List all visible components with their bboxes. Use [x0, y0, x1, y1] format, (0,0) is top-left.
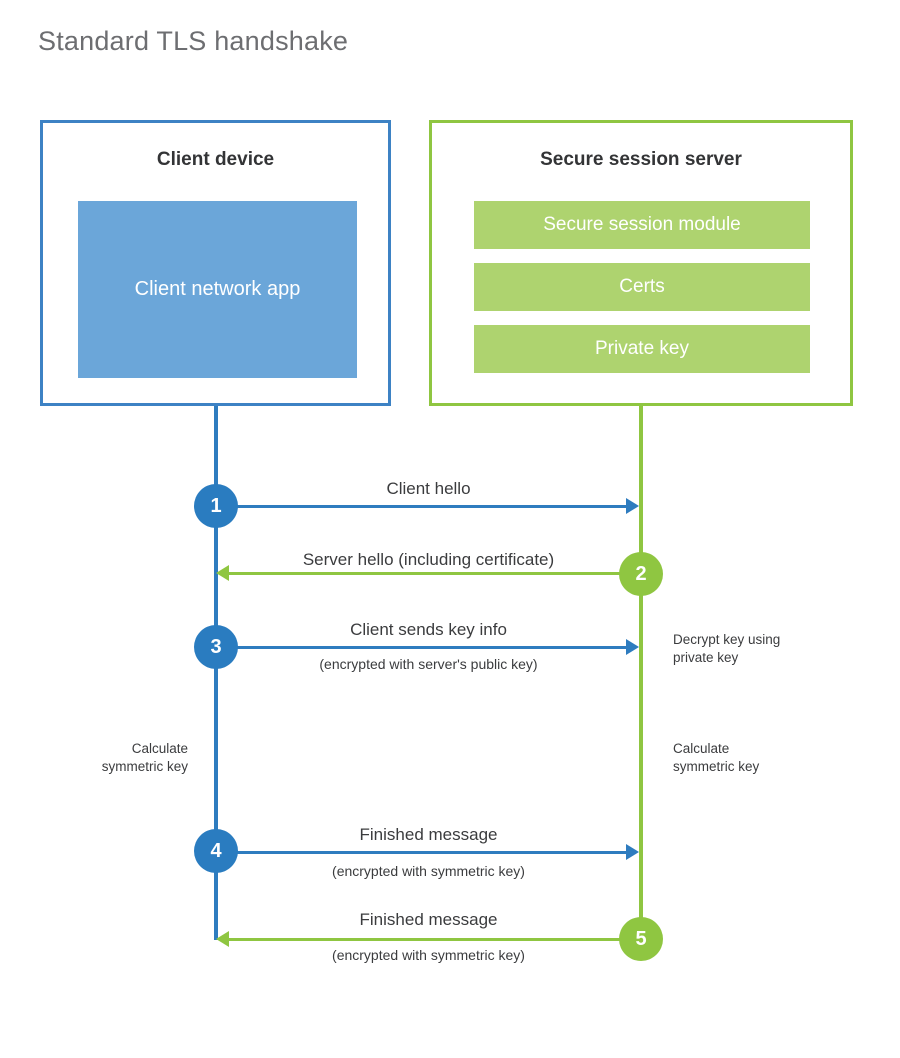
note-server-calculate-symmetric-key: Calculate symmetric key [673, 740, 873, 776]
note-decrypt-key: Decrypt key using private key [673, 631, 873, 667]
step-2-arrow-head-icon [216, 565, 229, 581]
secure-session-server-title: Secure session server [540, 149, 742, 170]
note-decrypt-key-line-2: private key [673, 650, 739, 666]
client-network-app-block: Client network app [78, 201, 357, 378]
note-server-calc-line-1: Calculate [673, 741, 730, 756]
note-client-calc-line-1: Calculate [131, 741, 188, 756]
client-device-title: Client device [156, 149, 275, 170]
server-module-certs: Certs [474, 263, 810, 311]
step-2-marker: 2 [619, 552, 663, 596]
step-5-sublabel: (encrypted with symmetric key) [332, 947, 525, 963]
step-5-marker: 5 [619, 917, 663, 961]
step-4-sublabel: (encrypted with symmetric key) [332, 863, 525, 879]
server-lifeline [639, 406, 643, 939]
step-4-label: Finished message [359, 825, 498, 844]
note-decrypt-key-line-1: Decrypt key using [673, 632, 781, 647]
secure-session-server-box: Secure session server Secure session mod… [429, 120, 853, 406]
client-lifeline [214, 406, 218, 940]
step-1-arrow-line [216, 505, 627, 508]
step-1-marker: 1 [194, 484, 238, 528]
server-module-secure-session: Secure session module [474, 201, 810, 249]
step-4-arrow-line [216, 851, 627, 854]
step-2-arrow-line [229, 572, 641, 575]
step-4-arrow-head-icon [626, 844, 639, 860]
step-1-label: Client hello [386, 479, 471, 498]
step-3-label: Client sends key info [350, 620, 507, 639]
step-4-marker: 4 [194, 829, 238, 873]
step-2-label: Server hello (including certificate) [302, 550, 555, 569]
note-server-calc-line-2: symmetric key [673, 759, 760, 775]
step-5-label: Finished message [359, 910, 498, 929]
client-device-box: Client device Client network app [40, 120, 391, 406]
note-client-calc-line-2: symmetric key [101, 759, 188, 775]
page-title: Standard TLS handshake [38, 26, 349, 56]
step-3-arrow-line [216, 646, 627, 649]
step-3-marker: 3 [194, 625, 238, 669]
server-module-private-key: Private key [474, 325, 810, 373]
note-client-calculate-symmetric-key: Calculate symmetric key [0, 740, 188, 776]
step-5-arrow-head-icon [216, 931, 229, 947]
step-3-sublabel: (encrypted with server's public key) [319, 656, 538, 672]
step-5-arrow-line [229, 938, 641, 941]
server-modules-list: Secure session module Certs Private key [474, 201, 810, 373]
step-1-arrow-head-icon [626, 498, 639, 514]
step-3-arrow-head-icon [626, 639, 639, 655]
